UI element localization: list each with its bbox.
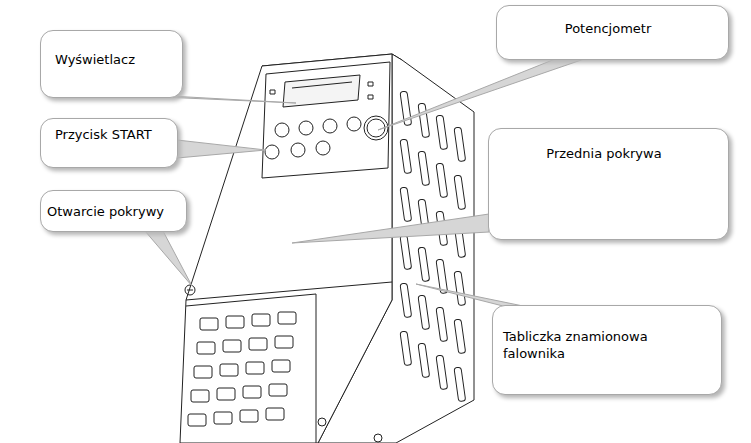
side-slot [436,163,448,198]
button [275,123,289,137]
vent-hole [188,414,206,426]
callout-box: Tabliczka znamionowa falownika [492,305,722,395]
vent-hole [214,412,232,424]
vent-hole [252,314,270,326]
side-slot [400,139,412,174]
side-slot [400,235,412,270]
vent-hole [266,408,284,420]
vent-hole [220,364,238,376]
side-slot [436,307,448,342]
vent-hole [249,338,267,350]
display [283,75,360,107]
callout-text: Przycisk START [55,126,155,143]
callout-box: Przednia pokrywa [488,128,729,240]
terminal-edge [316,294,317,443]
side-slot [454,175,466,210]
callout-text: Potencjometr [497,20,719,37]
callout-box: Potencjometr [496,5,729,60]
side-slot [418,151,430,186]
callout-pointer [378,57,590,130]
side-slot [400,331,412,366]
callout-text: Otwarcie pokrywy [47,203,177,220]
cover-edge [186,282,392,300]
side-slot [418,247,430,282]
front-face [180,54,392,443]
vent-hole [223,340,241,352]
vent-hole [200,318,218,330]
vent-hole [272,360,290,372]
side-slot [454,319,466,354]
led [270,90,275,94]
vent-hole [240,410,258,422]
callout-pointer [145,231,192,286]
vent-hole [278,312,296,324]
vent-hole [194,366,212,378]
vent-hole [246,362,264,374]
display-line [292,82,352,88]
vent-hole [191,390,209,402]
vent-hole [243,386,261,398]
side-slot [436,355,448,390]
side-slot [418,343,430,378]
keypad-panel [262,62,390,178]
callout-pointer [292,214,489,243]
cover-edge [186,294,316,306]
cover-screw-slot [187,290,193,291]
start-button [265,145,279,159]
callout-text: Przednia pokrywa [489,145,719,162]
side-slot [400,187,412,222]
side-slot [418,295,430,330]
callout-box: Otwarcie pokrywy [40,190,187,232]
screw [374,434,382,442]
button [299,121,313,135]
callout-box: Wyświetlacz [40,30,183,98]
side-slot [400,283,412,318]
button [323,119,337,133]
callout-pointer [177,140,266,158]
button [347,117,361,131]
side-slot [454,367,466,402]
vent-hole [197,342,215,354]
vent-hole [275,336,293,348]
side-slot [454,271,466,306]
vent-hole [226,316,244,328]
vents [188,312,296,426]
led [368,82,373,86]
button [316,141,330,155]
side-slot [418,103,430,138]
side-slots [400,91,466,402]
callout-text: Wyświetlacz [55,51,173,68]
cover-screw [185,285,195,295]
led [368,95,373,99]
vent-hole [217,388,235,400]
callout-pointer [416,284,523,306]
callout-text: Tabliczka znamionowa falownika [503,328,673,362]
button [291,143,305,157]
callout-box: Przycisk START [40,118,178,168]
screw [318,418,326,426]
vent-hole [269,384,287,396]
side-slot [454,127,466,162]
side-slot [436,115,448,150]
